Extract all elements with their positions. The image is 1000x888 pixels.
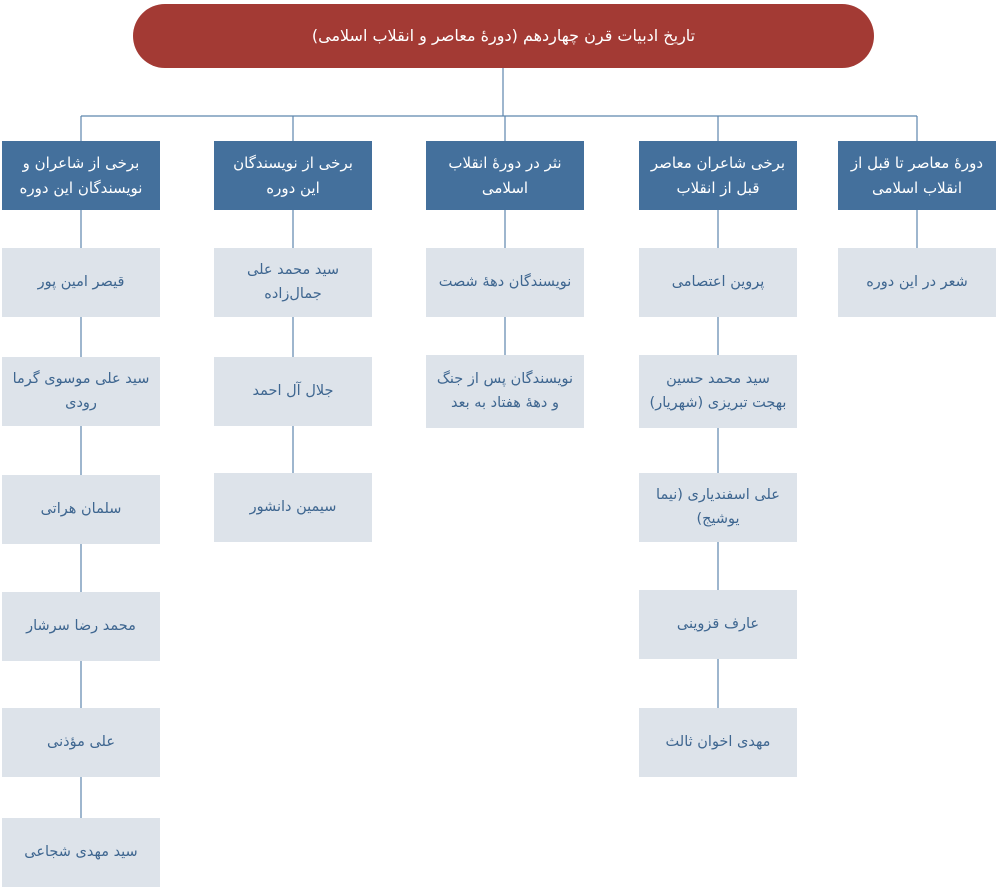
column-2-item-1: پروین اعتصامی	[639, 248, 797, 317]
root-node: تاریخ ادبیات قرن چهاردهم (دورهٔ معاصر و …	[133, 4, 874, 68]
column-5-item-6: سید مهدی شجاعی	[2, 818, 160, 887]
column-3-header: نثر در دورهٔ انقلاب اسلامی	[426, 141, 584, 210]
column-4-item-3: سیمین دانشور	[214, 473, 372, 542]
column-1-item-1: شعر در این دوره	[838, 248, 996, 317]
column-4-header: برخی از نویسندگان این دوره	[214, 141, 372, 210]
column-3-item-2: نویسندگان پس از جنگ و دههٔ هفتاد به بعد	[426, 355, 584, 428]
column-5-header: برخی از شاعران و نویسندگان این دوره	[2, 141, 160, 210]
column-5-item-4: محمد رضا سرشار	[2, 592, 160, 661]
column-4-item-1: سید محمد علی جمال‌زاده	[214, 248, 372, 317]
column-5-item-1: قیصر امین پور	[2, 248, 160, 317]
column-5-item-3: سلمان هراتی	[2, 475, 160, 544]
column-5-item-5: علی مؤذنی	[2, 708, 160, 777]
column-3-item-1: نویسندگان دههٔ شصت	[426, 248, 584, 317]
column-1-header: دورهٔ معاصر تا قبل از انقلاب اسلامی	[838, 141, 996, 210]
column-2-item-3: علی اسفندیاری (نیما یوشیج)	[639, 473, 797, 542]
column-2-header: برخی شاعران معاصر قبل از انقلاب	[639, 141, 797, 210]
column-5-item-2: سید علی موسوی گرما رودی	[2, 357, 160, 426]
column-4-item-2: جلال آل احمد	[214, 357, 372, 426]
column-2-item-4: عارف قزوینی	[639, 590, 797, 659]
column-2-item-2: سید محمد حسین بهجت تبریزی (شهریار)	[639, 355, 797, 428]
column-2-item-5: مهدی اخوان ثالث	[639, 708, 797, 777]
